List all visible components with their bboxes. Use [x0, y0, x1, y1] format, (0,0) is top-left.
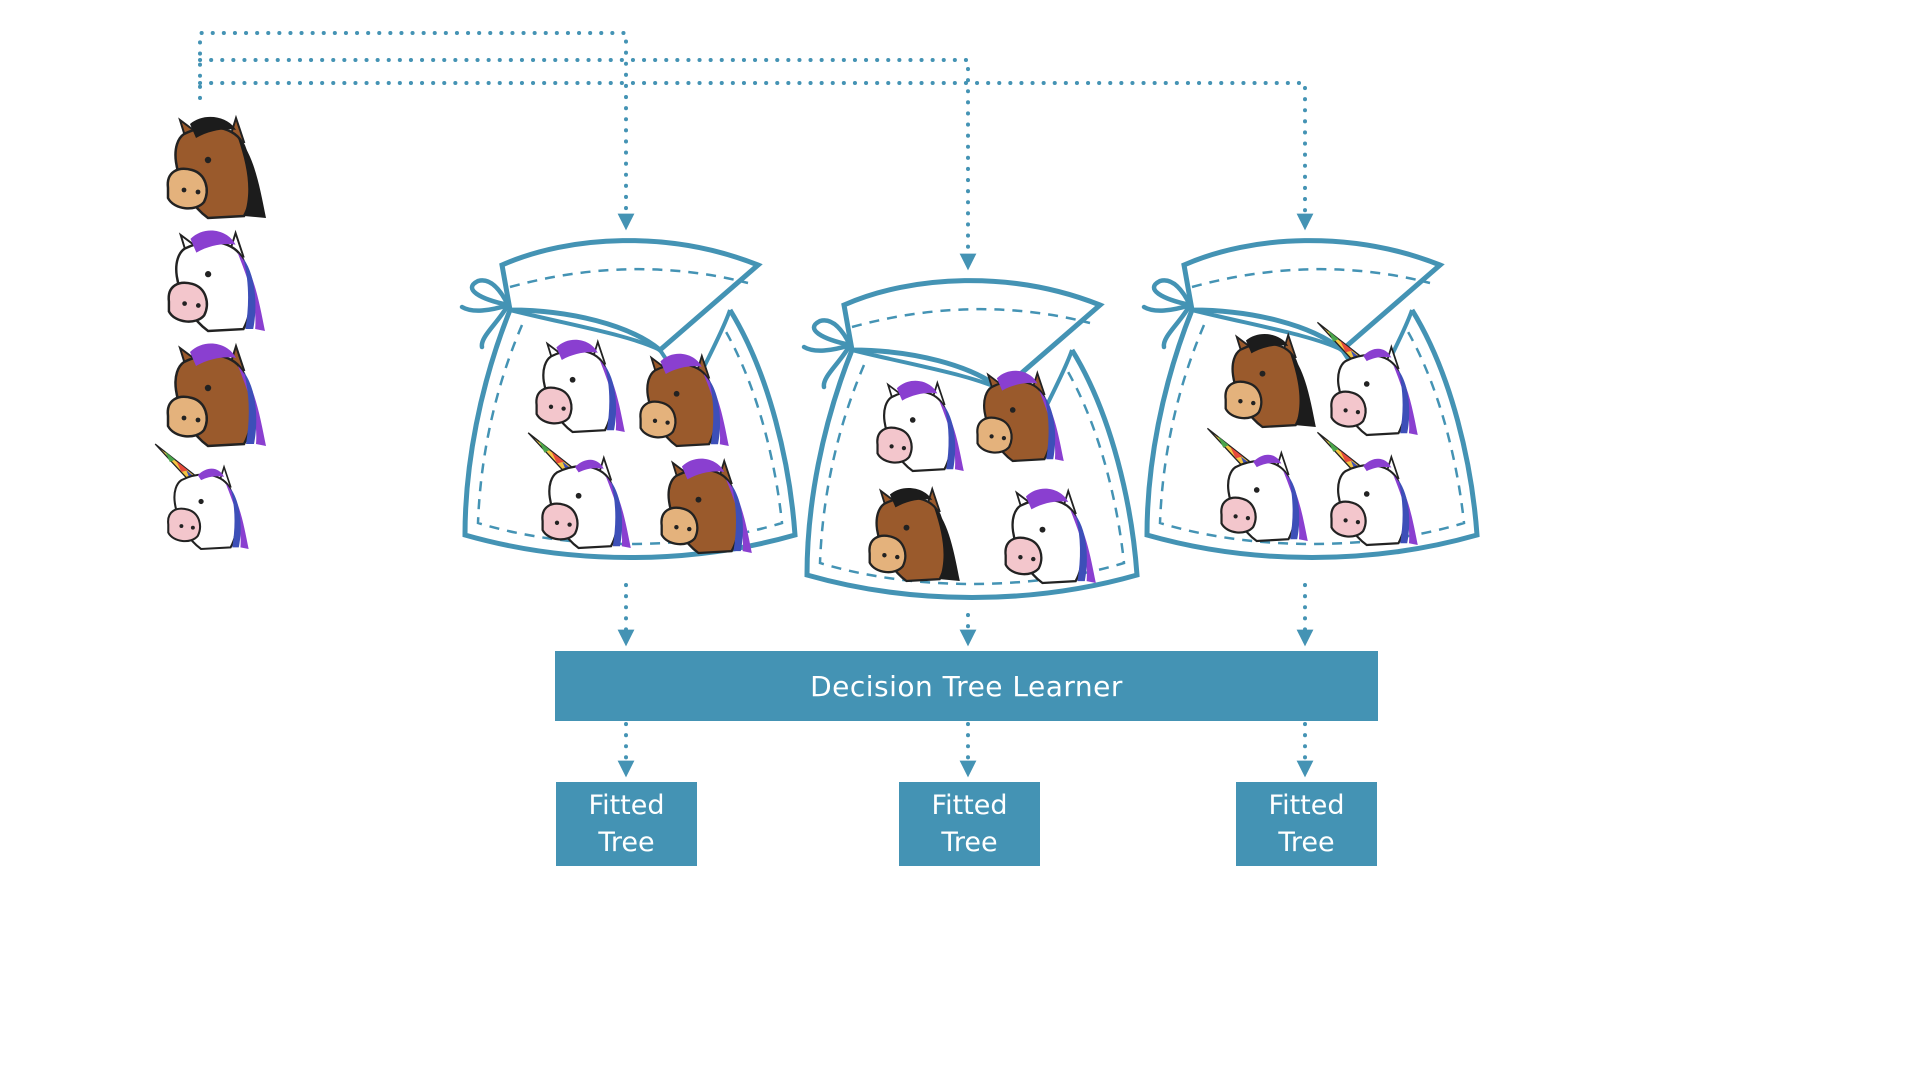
learner-bar-fill [555, 651, 1378, 721]
bootstrap-bag-2 [804, 281, 1137, 598]
connector-to-bag-3 [198, 81, 1314, 231]
connector-to-bag-1 [198, 31, 635, 231]
fitted-tree-2: Fitted Tree [899, 782, 1040, 866]
bootstrap-bag-3 [1144, 241, 1477, 558]
sack-icon [462, 241, 795, 558]
dataset-column [154, 115, 268, 551]
fitted-tree-label-line2: Tree [941, 827, 998, 858]
horse-icon [166, 115, 268, 220]
connector-to-bag-2 [198, 58, 977, 271]
fitted-tree-label-line1: Fitted [1268, 790, 1345, 821]
learner-label: Decision Tree Learner [810, 669, 1123, 703]
learner-to-tree-connectors [617, 722, 1314, 778]
decision-tree-learner: Decision Tree Learner [555, 651, 1378, 721]
fitted-tree-1: Fitted Tree [556, 782, 697, 866]
fitted-tree-label-line2: Tree [1278, 827, 1335, 858]
fitted-tree-label-line2: Tree [598, 827, 655, 858]
unicorn-horn-icon [154, 443, 250, 551]
horse-icon [166, 342, 268, 448]
fitted-tree-label-line1: Fitted [588, 790, 665, 821]
sack-icon [1144, 241, 1477, 558]
fitted-tree-2-box [899, 782, 1040, 866]
fitted-tree-1-box [556, 782, 697, 866]
fitted-tree-3-box [1236, 782, 1377, 866]
fitted-tree-label-line1: Fitted [931, 790, 1008, 821]
sampling-connectors [198, 31, 1314, 271]
bag-to-learner-connectors [617, 583, 1314, 647]
unicorn-icon [167, 229, 267, 333]
bootstrap-bag-1 [462, 241, 795, 558]
fitted-tree-3: Fitted Tree [1236, 782, 1377, 866]
